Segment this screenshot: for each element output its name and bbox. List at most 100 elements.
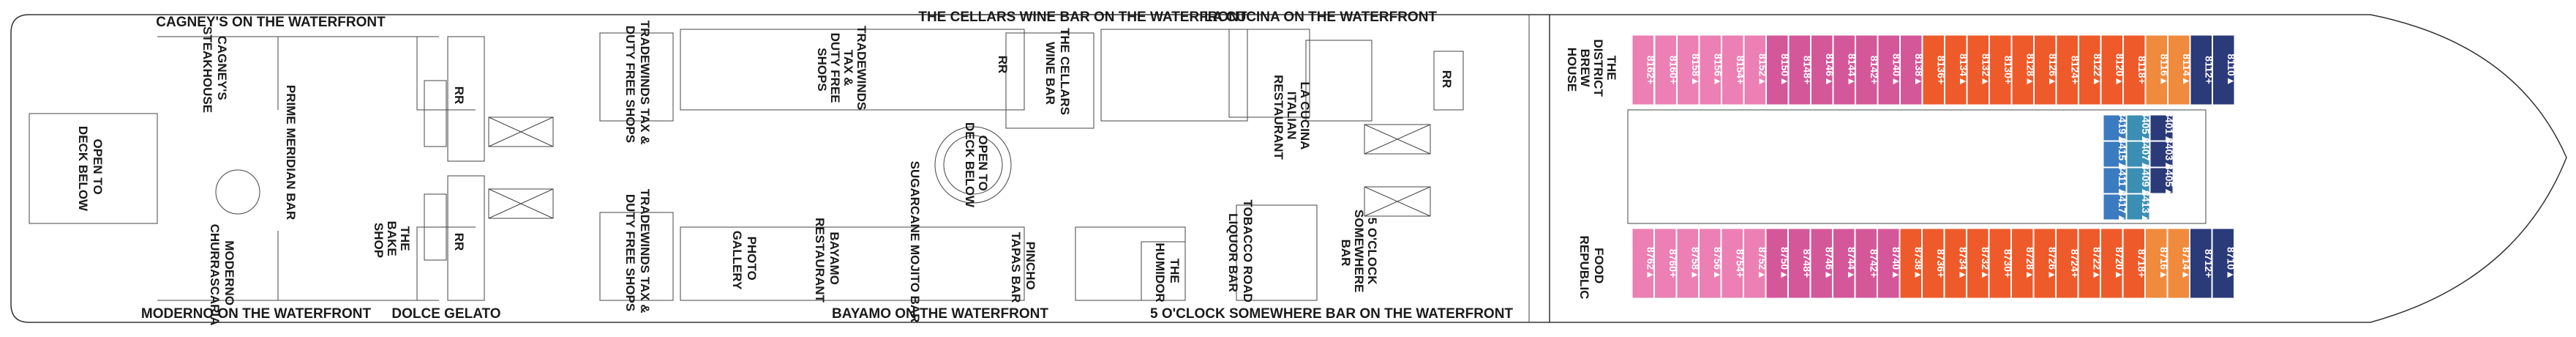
cabin-8748[interactable]: [1788, 228, 1811, 299]
moderno-waterfront-label: MODERNO ON THE WATERFRONT: [141, 306, 372, 322]
cabin-8409[interactable]: [2126, 167, 2150, 194]
cabin-8720[interactable]: [2100, 228, 2123, 299]
cabin-8142[interactable]: [1855, 34, 1878, 105]
cabin-8740[interactable]: [1877, 228, 1900, 299]
cabin-8744[interactable]: [1833, 228, 1855, 299]
cabin-8112[interactable]: [2190, 34, 2212, 105]
cabin-number: 8124+: [2069, 56, 2081, 84]
cabin-number: 8134▲: [1958, 53, 1969, 86]
cabin-8754[interactable]: [1721, 228, 1743, 299]
cabin-8718[interactable]: [2122, 228, 2145, 299]
cabin-8110[interactable]: [2212, 34, 2235, 105]
cabin-8726[interactable]: [2033, 228, 2056, 299]
cabin-8403[interactable]: [2149, 141, 2174, 168]
cabin-8124[interactable]: [2056, 34, 2079, 105]
cabin-8417[interactable]: [2103, 193, 2127, 221]
cabin-8160[interactable]: [1654, 34, 1677, 105]
cabin-8405[interactable]: [2126, 114, 2150, 141]
cabin-number: 8110▲: [2226, 53, 2237, 86]
cabin-8742[interactable]: [1855, 228, 1877, 299]
cabin-number: 8144▲: [1846, 53, 1858, 86]
pincho-tapas-bar-label: PINCHO TAPAS BAR: [1009, 232, 1037, 303]
cabin-8738[interactable]: [1899, 228, 1922, 299]
cabin-8752[interactable]: [1743, 228, 1766, 299]
cabin-8138[interactable]: [1900, 34, 1923, 105]
cabin-8114[interactable]: [2168, 34, 2190, 105]
rr-label: RR: [452, 233, 466, 251]
la-cucina-italian-label: LA CUCINA ITALIAN RESTAURANT: [1272, 75, 1312, 160]
cabin-number: 8126▲: [2047, 53, 2059, 86]
cabin-8760[interactable]: [1654, 228, 1677, 299]
cabin-8762[interactable]: [1631, 228, 1654, 299]
cabin-8122[interactable]: [2079, 34, 2101, 105]
cabin-8746[interactable]: [1810, 228, 1833, 299]
cabin-8722[interactable]: [2078, 228, 2100, 299]
cabin-8130[interactable]: [1989, 34, 2012, 105]
cabin-8162[interactable]: [1631, 34, 1654, 105]
cabin-8148[interactable]: [1788, 34, 1811, 105]
cabin-number: 8724+: [2069, 249, 2081, 278]
cabin-8136[interactable]: [1922, 34, 1945, 105]
cabin-8419[interactable]: [2103, 114, 2127, 141]
cabin-8724[interactable]: [2056, 228, 2079, 299]
cabin-number: 8401▲: [2163, 111, 2175, 144]
cabin-number: 8758▲: [1689, 247, 1701, 280]
cabin-8411[interactable]: [2103, 167, 2127, 194]
rr-label: RR: [452, 86, 466, 105]
cabin-8118[interactable]: [2123, 34, 2146, 105]
cabin-8730[interactable]: [1989, 228, 2011, 299]
cagneys-steakhouse-label: CAGNEY'S STEAKHOUSE: [200, 26, 229, 113]
cabin-8750[interactable]: [1765, 228, 1788, 299]
cabin-number: 8413▲: [2140, 190, 2152, 223]
cabin-8407[interactable]: [2126, 141, 2150, 168]
cabin-8712[interactable]: [2190, 228, 2212, 299]
cabin-8714[interactable]: [2167, 228, 2190, 299]
cabin-8140[interactable]: [1877, 34, 1900, 105]
cabin-8415[interactable]: [2103, 141, 2127, 168]
cabin-number: 8148+: [1801, 56, 1813, 84]
cabin-8152[interactable]: [1743, 34, 1766, 105]
five-oclock-waterfront-label: 5 O'CLOCK SOMEWHERE BAR ON THE WATERFRON…: [1150, 306, 1513, 322]
cabin-number: 8744▲: [1846, 247, 1858, 280]
cabin-number: 8156▲: [1712, 53, 1724, 86]
cabin-number: 8415▲: [2117, 138, 2128, 171]
cabin-8156[interactable]: [1699, 34, 1721, 105]
cabin-8146[interactable]: [1811, 34, 1833, 105]
cabin-number: 8740▲: [1890, 247, 1902, 280]
cabin-number: 8409▲: [2140, 164, 2152, 197]
cabin-8716[interactable]: [2145, 228, 2168, 299]
the-bake-shop-label: THE BAKE SHOP: [372, 221, 412, 260]
cabin-8758[interactable]: [1676, 228, 1699, 299]
cabin-8756[interactable]: [1699, 228, 1721, 299]
cabin-8734[interactable]: [1944, 228, 1967, 299]
cabin-8710[interactable]: [2212, 228, 2234, 299]
hull-outline: [10, 14, 2567, 323]
cabin-number: 8417▲: [2117, 190, 2128, 223]
cabin-8154[interactable]: [1721, 34, 1744, 105]
cabin-8120[interactable]: [2100, 34, 2123, 105]
cabin-8736[interactable]: [1922, 228, 1945, 299]
cabin-number: 8152▲: [1757, 53, 1768, 86]
cabin-number: 8734▲: [1957, 247, 1969, 280]
cabin-8413[interactable]: [2126, 193, 2150, 221]
cabin-8401[interactable]: [2149, 114, 2174, 141]
cabin-8158[interactable]: [1677, 34, 1700, 105]
cabin-number: 8742+: [1868, 249, 1880, 278]
cabin-8150[interactable]: [1766, 34, 1789, 105]
cabin-8732[interactable]: [1967, 228, 1989, 299]
cabin-8728[interactable]: [2011, 228, 2034, 299]
cabin-number: 8726▲: [2046, 247, 2058, 280]
cabin-8126[interactable]: [2034, 34, 2057, 105]
cabin-number: 8150▲: [1779, 53, 1791, 86]
cabin-number: 8762▲: [1645, 247, 1656, 280]
cabin-number: 8760+: [1667, 249, 1679, 278]
cabin-8128[interactable]: [2011, 34, 2034, 105]
cabin-8116[interactable]: [2145, 34, 2168, 105]
cabin-8134[interactable]: [1945, 34, 1967, 105]
cabin-8132[interactable]: [1967, 34, 1989, 105]
cabin-8144[interactable]: [1833, 34, 1855, 105]
cabin-number: 8112+: [2203, 56, 2215, 84]
cabin-number: 8756▲: [1712, 247, 1724, 280]
cabin-number: 8403▲: [2163, 138, 2175, 171]
cabin-8405[interactable]: [2149, 167, 2174, 194]
